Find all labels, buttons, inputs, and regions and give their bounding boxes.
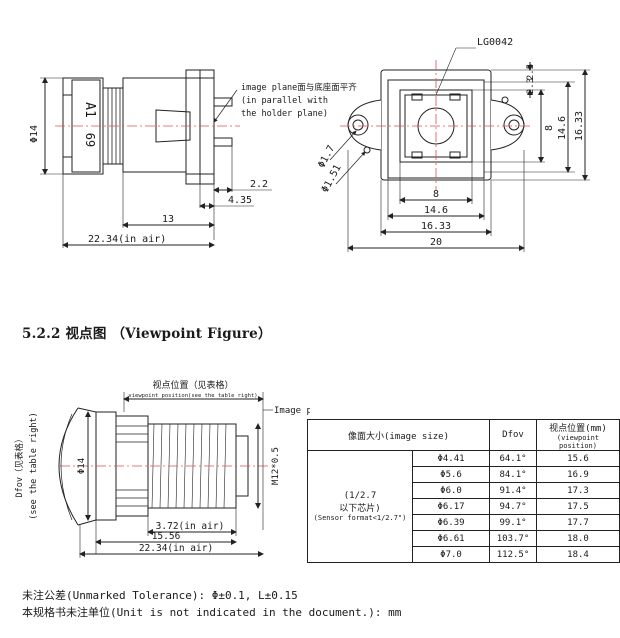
- header-viewpoint-2: (viewpoint position): [556, 433, 600, 450]
- dim-2-2: 2.2: [250, 179, 268, 190]
- dim-14-6-right: 14.6: [557, 116, 568, 140]
- dfov-cell: 103.7°: [489, 530, 537, 547]
- image-size-cell: Φ5.6: [412, 466, 490, 483]
- image-size-cell: Φ6.39: [412, 514, 490, 531]
- viewpoint-position-label: 视点位置（见表格）: [152, 379, 233, 391]
- sensor-format-1: (1/2.7: [343, 491, 377, 501]
- dim-16-33-right: 16.33: [574, 111, 585, 141]
- engraving-a1: A1: [82, 102, 97, 118]
- dfov-cell: 99.1°: [489, 514, 537, 531]
- front-view: [329, 47, 590, 252]
- tolerance-note: 未注公差(Unmarked Tolerance): Φ±0.1, L±0.15: [22, 589, 298, 602]
- dfov-label-1: Dfov（见表格）: [14, 435, 25, 498]
- image-plane-note-2: (in parallel with: [241, 96, 328, 106]
- dim-14-6-bottom: 14.6: [424, 205, 448, 216]
- unit-note: 本规格书未注单位(Unit is not indicated in the do…: [22, 606, 402, 619]
- dim-15-56: 15.56: [152, 531, 181, 542]
- dfov-cell: 112.5°: [489, 546, 537, 563]
- viewpoint-cell: 17.7: [536, 514, 620, 531]
- header-viewpoint-1: 视点位置(mm): [549, 423, 607, 434]
- dim-8-bottom: 8: [433, 189, 439, 200]
- dfov-cell: 64.1°: [489, 450, 537, 467]
- table-header-row: 像面大小(image size) Dfov 视点位置(mm) (viewpoin…: [307, 419, 620, 451]
- table-row: (1/2.7 以下芯片) (Sensor format<1/2.7") Φ4.4…: [307, 450, 620, 563]
- sensor-format-2: 以下芯片): [339, 504, 381, 514]
- viewpoint-cell: 16.9: [536, 466, 620, 483]
- dim-22-34-b: 22.34(in air): [139, 543, 213, 554]
- image-plane-note-1: image plane面与底座面平齐: [241, 82, 357, 93]
- image-size-cell: Φ6.17: [412, 498, 490, 515]
- diameter-label-2: Φ14: [77, 458, 87, 474]
- thread-label: M12*0.5: [271, 447, 281, 485]
- dfov-label-2: (see the table right): [29, 412, 39, 519]
- dfov-cell: 84.1°: [489, 466, 537, 483]
- section-heading: 5.2.2 视点图 （Viewpoint Figure）: [22, 326, 272, 342]
- table-row: Φ6.17 94.7° 17.5: [308, 498, 620, 515]
- dim-2-5: 2.5: [526, 64, 536, 80]
- dfov-cell: 91.4°: [489, 482, 537, 499]
- viewpoint-cell: 17.3: [536, 482, 620, 499]
- image-size-cell: Φ4.41: [412, 450, 490, 467]
- lens-outline-drawing: Φ14 A1 69 image plane面与底座面平齐 (in paralle…: [29, 37, 590, 252]
- dim-3-72: 3.72(in air): [156, 521, 225, 532]
- image-plane-note-3: the holder plane): [241, 109, 328, 119]
- part-label-lg0042: LG0042: [477, 37, 513, 48]
- dim-4-35: 4.35: [228, 195, 252, 206]
- image-size-cell: Φ6.0: [412, 482, 490, 499]
- sensor-format-cell: (1/2.7 以下芯片) (Sensor format<1/2.7"): [307, 450, 413, 563]
- dim-13: 13: [162, 214, 174, 225]
- viewpoint-table: 像面大小(image size) Dfov 视点位置(mm) (viewpoin…: [307, 419, 620, 563]
- viewpoint-cell: 18.4: [536, 546, 620, 563]
- viewpoint-position-sub: viewpoint position(see the table right): [128, 393, 257, 399]
- dfov-cell: 94.7°: [489, 498, 537, 515]
- engraving-69: 69: [83, 133, 97, 147]
- image-plane-label: Image plane: [274, 406, 310, 416]
- viewpoint-cell: 15.6: [536, 450, 620, 467]
- header-image-size: 像面大小(image size): [307, 419, 490, 451]
- side-view: [40, 69, 272, 248]
- dim-16-33-bottom: 16.33: [421, 221, 451, 232]
- viewpoint-cell: 17.5: [536, 498, 620, 515]
- image-size-cell: Φ6.61: [412, 530, 490, 547]
- dim-2-3: 2.3: [526, 78, 536, 94]
- dim-22-34: 22.34(in air): [88, 234, 166, 245]
- table-row: Φ7.0 112.5° 18.4: [308, 546, 620, 563]
- viewpoint-cell: 18.0: [536, 530, 620, 547]
- image-size-cell: Φ7.0: [412, 546, 490, 563]
- header-viewpoint: 视点位置(mm) (viewpoint position): [536, 419, 620, 451]
- header-dfov: Dfov: [489, 419, 537, 451]
- sensor-format-3: (Sensor format<1/2.7"): [313, 514, 407, 522]
- table-row: Φ6.61 103.7° 18.0: [308, 530, 620, 547]
- side-diameter-label: Φ14: [29, 125, 40, 143]
- dim-20: 20: [430, 237, 442, 248]
- dim-8-right: 8: [544, 125, 555, 131]
- viewpoint-drawing: 视点位置（见表格） viewpoint position(see the tab…: [14, 379, 310, 558]
